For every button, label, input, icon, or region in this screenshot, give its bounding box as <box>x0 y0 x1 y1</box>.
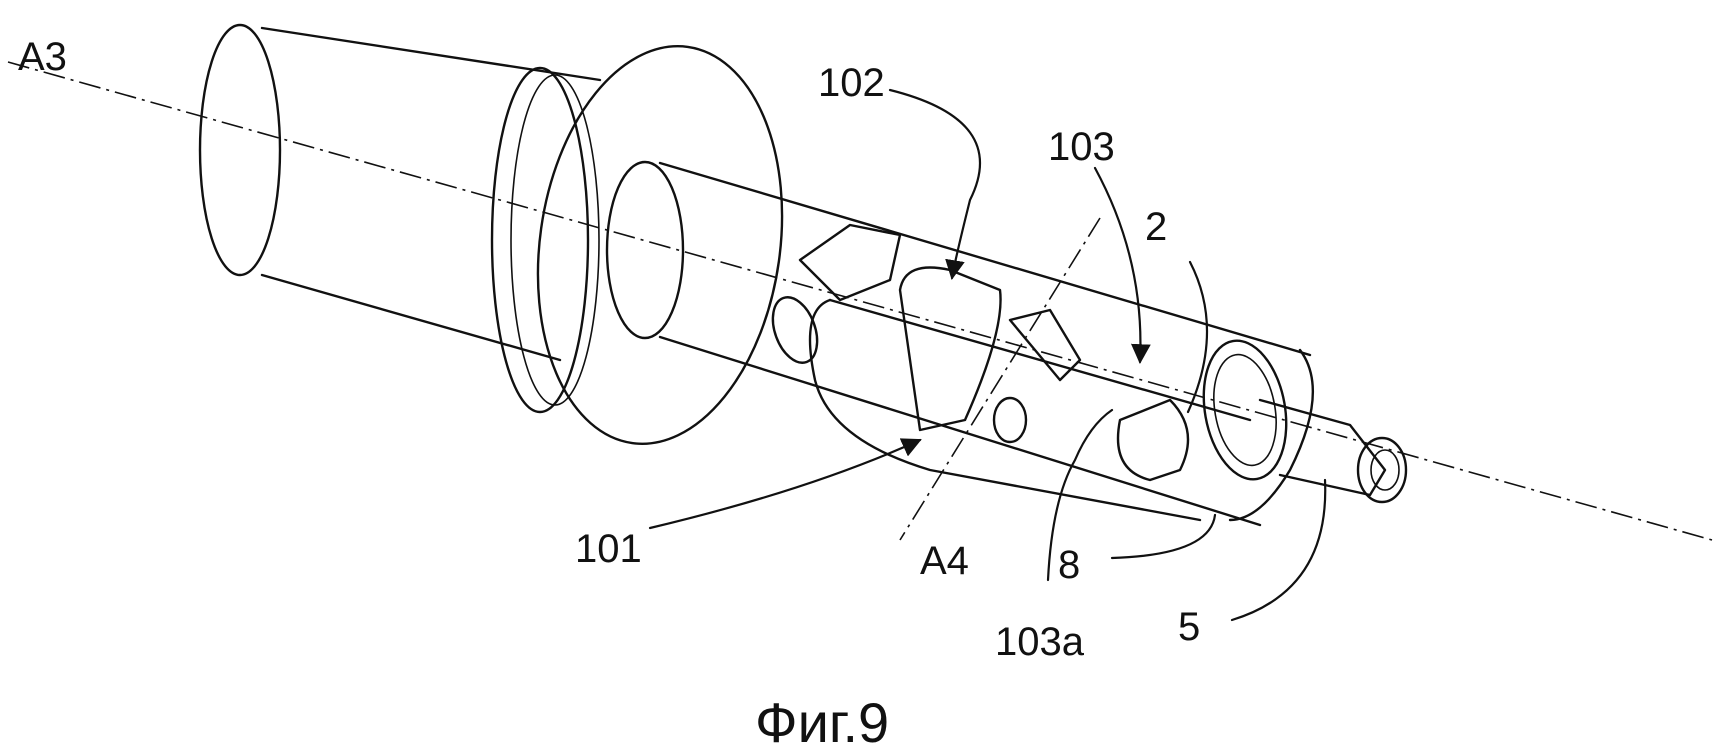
label-102: 102 <box>818 61 885 105</box>
leader-5 <box>1230 478 1327 622</box>
label-8: 8 <box>1058 543 1080 587</box>
label-101: 101 <box>575 527 642 571</box>
figure-caption: Фиг.9 <box>755 691 889 754</box>
axis-a4-line <box>899 217 1101 541</box>
leader-102 <box>888 88 981 280</box>
rear-cylinder <box>198 23 602 362</box>
label-a4: A4 <box>920 539 969 583</box>
flange-collar <box>490 45 784 445</box>
axis-a3-line <box>7 61 1713 541</box>
leader-2 <box>1186 260 1209 414</box>
label-5: 5 <box>1178 605 1200 649</box>
leader-8 <box>1110 513 1217 560</box>
internal-components <box>771 223 1408 504</box>
label-103: 103 <box>1048 125 1115 169</box>
leader-101 <box>648 438 922 530</box>
label-103a: 103a <box>995 620 1085 664</box>
label-2: 2 <box>1145 205 1167 249</box>
leader-103a <box>1046 408 1114 582</box>
tubular-sleeve <box>605 160 1315 527</box>
label-a3: A3 <box>18 35 67 79</box>
leader-103 <box>1093 166 1151 364</box>
